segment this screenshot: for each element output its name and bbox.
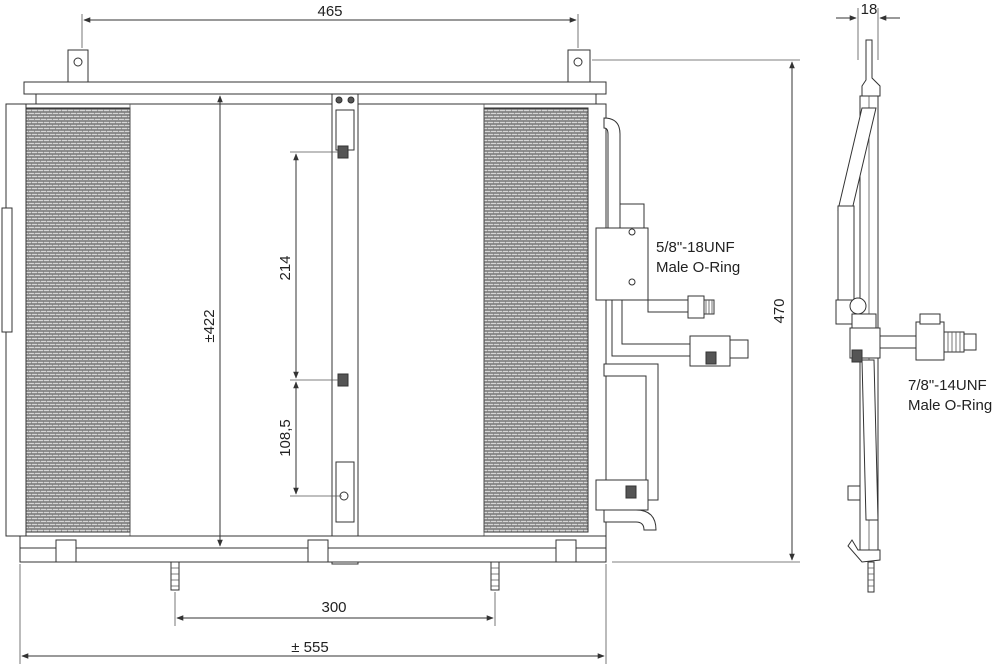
fin-block-left [25,107,131,533]
mount-pin-right [490,561,500,591]
inlet-thread-label: 5/8"-18UNF [656,239,735,256]
outlet-type-label: Male O-Ring [908,397,992,414]
top-bracket-left [67,49,89,83]
mount-pin-left [170,561,180,591]
dim-side-depth: 18 [861,1,878,18]
bottom-bracket-left [55,539,77,563]
dim-mount-spacing: 300 [321,599,346,616]
inlet-callout: 5/8"-18UNF Male O-Ring [656,239,740,276]
outlet-thread-label: 7/8"-14UNF [908,377,987,394]
fin-block-right [483,107,589,533]
bottom-bracket-right [555,539,577,563]
dim-height-core: ±422 [201,309,218,342]
inlet-fitting [687,295,705,319]
front-view [1,49,749,591]
side-view: 18 [835,1,977,593]
top-header [35,93,597,105]
outlet-callout: 7/8"-14UNF Male O-Ring [908,377,992,414]
center-strut [331,93,359,565]
left-tank-bracket [1,207,13,333]
inlet-type-label: Male O-Ring [656,259,740,276]
side-outlet-body [915,321,945,361]
dim-pitch-lower: 108,5 [277,419,294,457]
outlet-fitting [729,339,749,359]
dim-width-total: ± 555 [291,639,328,656]
side-outlet-fitting [943,331,965,353]
dim-width-top: 465 [317,3,342,20]
top-bracket-right [567,49,591,83]
front-dimensions: 465 ±422 214 108,5 470 300 ± 555 [19,3,800,664]
top-rail [23,81,607,95]
dim-pitch-upper: 214 [277,255,294,280]
bottom-bracket-mid [307,539,329,563]
dim-height-total: 470 [771,298,788,323]
refrigerant-piping [595,117,749,531]
